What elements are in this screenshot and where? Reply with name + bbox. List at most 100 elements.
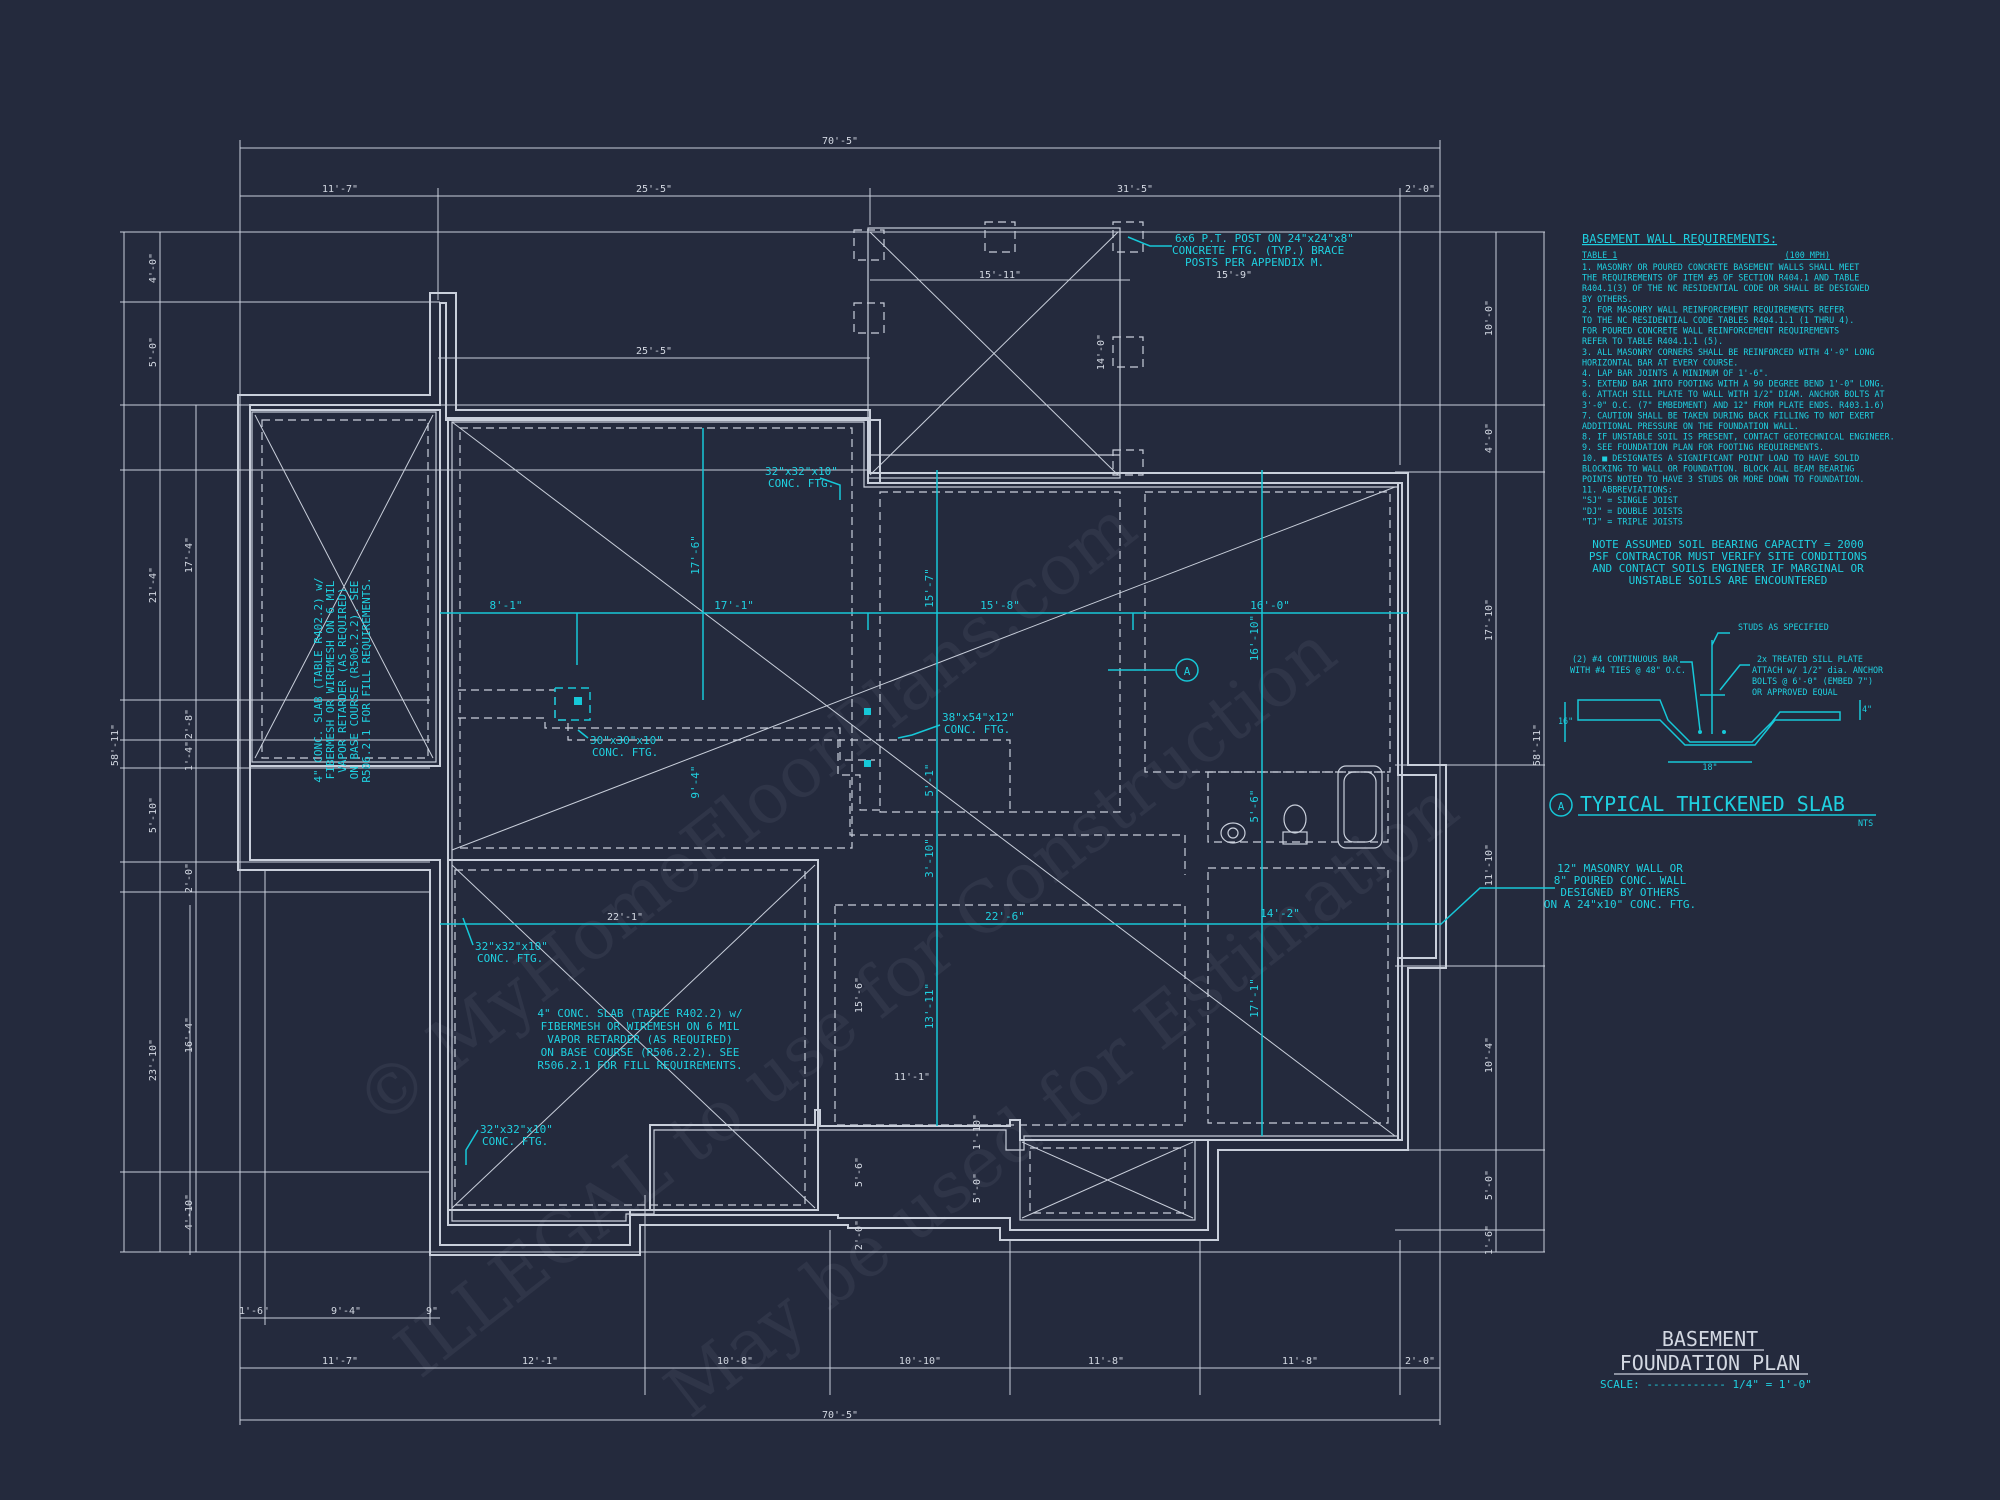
wall-req-line: 2. FOR MASONRY WALL REINFORCEMENT REQUIR… bbox=[1582, 304, 1845, 314]
dim-bottom-s2: 12'-1" bbox=[522, 1356, 558, 1367]
dim-bottom-a1: 1'-6" bbox=[239, 1306, 269, 1317]
masonry-note-line: 12" MASONRY WALL OR bbox=[1557, 862, 1683, 875]
sink-icon bbox=[1220, 822, 1246, 844]
wall-req-heading: BASEMENT WALL REQUIREMENTS: bbox=[1582, 232, 1777, 246]
dim-int-h8: 11'-1" bbox=[894, 1072, 930, 1083]
detail-bar-label: WITH #4 TIES @ 48" O.C. bbox=[1570, 665, 1686, 675]
wall-req-line: BY OTHERS. bbox=[1582, 294, 1632, 304]
footing-note-1a: 32"x32"x10" bbox=[765, 465, 838, 478]
dim-bottom-s4: 10'-10" bbox=[899, 1356, 941, 1367]
section-marker: A bbox=[1108, 658, 1199, 682]
slab-note-left-line: ON BASE COURSE (R506.2.2). SEE bbox=[348, 581, 361, 780]
detail-slab-dim: 4" bbox=[1862, 704, 1872, 714]
title-line-1: BASEMENT bbox=[1662, 1327, 1758, 1351]
dim-right-r1: 10'-0" bbox=[1484, 300, 1495, 336]
dim-right-r7: 1'-6" bbox=[1484, 1225, 1495, 1255]
wall-req-line: 4. LAP BAR JOINTS A MINIMUM OF 1'-6". bbox=[1582, 368, 1769, 378]
dim-top-seg4: 2'-0" bbox=[1405, 184, 1435, 195]
dim-left-l4: 21'-4" bbox=[148, 567, 159, 603]
detail-depth-dim: 16" bbox=[1558, 716, 1573, 726]
detail-width-dim: 18" bbox=[1702, 762, 1717, 772]
dim-top-inner2: 15'-9" bbox=[1216, 270, 1252, 281]
footing-note-3b: CONC. FTG. bbox=[944, 723, 1010, 736]
porch-outline bbox=[867, 227, 1121, 479]
wall-req-line: 8. IF UNSTABLE SOIL IS PRESENT, CONTACT … bbox=[1582, 432, 1895, 442]
dim-int-v15: 5'-0" bbox=[972, 1173, 983, 1203]
wall-req-line: HORIZONTAL BAR AT EVERY COURSE. bbox=[1582, 357, 1738, 367]
footing-note-3a: 38"x54"x12" bbox=[942, 711, 1015, 724]
dim-bottom-a2: 9'-4" bbox=[331, 1306, 361, 1317]
dim-int-v12: 5'-6" bbox=[854, 1157, 865, 1187]
foundation-walls bbox=[237, 227, 1447, 1256]
footing-note-2a: 30"x30"x10" bbox=[590, 734, 663, 747]
dim-left-l5: 2'-8" bbox=[184, 709, 195, 739]
dim-int-v5: 5'-1" bbox=[923, 763, 936, 796]
dim-int-v11: 15'-6" bbox=[854, 977, 865, 1013]
dim-bottom-s7: 2'-0" bbox=[1405, 1356, 1435, 1367]
footing-note-5b: CONC. FTG. bbox=[482, 1135, 548, 1148]
left-dimensions: 58'-11" 4'-0" 5'-0" 17'-4" 21'-4" 2'-8" … bbox=[110, 232, 197, 1252]
dim-bottom-s6: 11'-8" bbox=[1282, 1356, 1318, 1367]
dim-int-h6: 22'-6" bbox=[985, 910, 1025, 923]
point-load-markers bbox=[554, 687, 871, 767]
slab-section-shape bbox=[1577, 699, 1841, 746]
dim-bottom-a3: 9" bbox=[426, 1306, 438, 1317]
dim-top-seg1: 11'-7" bbox=[322, 184, 358, 195]
wall-req-line: ADDITIONAL PRESSURE ON THE FOUNDATION WA… bbox=[1582, 421, 1799, 431]
dim-left-l10: 23'-10" bbox=[148, 1039, 159, 1081]
slab-diagonals bbox=[254, 231, 1396, 1219]
detail-marker-circle bbox=[1549, 793, 1573, 817]
slab-note-left-line: FIBERMESH OR WIREMESH ON 6 MIL bbox=[324, 580, 337, 779]
slab-note-left-line: 4" CONC. SLAB (TABLE R402.2) w/ bbox=[312, 577, 325, 782]
wall-req-line: 3'-0" O.C. (7" EMBEDMENT) AND 12" FROM P… bbox=[1582, 400, 1885, 410]
footing-note-4a: 32"x32"x10" bbox=[475, 940, 548, 953]
wall-req-line: "DJ" = DOUBLE JOISTS bbox=[1582, 506, 1683, 516]
soil-note-line: AND CONTACT SOILS ENGINEER IF MARGINAL O… bbox=[1592, 562, 1864, 575]
wall-req-line: 7. CAUTION SHALL BE TAKEN DURING BACK FI… bbox=[1582, 410, 1874, 420]
soil-note-line: NOTE ASSUMED SOIL BEARING CAPACITY = 200… bbox=[1592, 538, 1864, 551]
top-dimensions: 70'-5" 11'-7" 25'-5" 31'-5" 2'-0" 15'-11… bbox=[239, 136, 1441, 359]
dim-int-v6: 3'-10" bbox=[923, 838, 936, 878]
detail-sill-label: ATTACH w/ 1/2" dia. ANCHOR bbox=[1752, 665, 1884, 675]
dim-int-v14: 1'-10" bbox=[972, 1114, 983, 1150]
plan-title-block: BASEMENT FOUNDATION PLAN SCALE: --------… bbox=[1600, 1327, 1812, 1391]
masonry-note-line: 8" POURED CONC. WALL bbox=[1554, 874, 1687, 887]
wall-req-line: FOR POURED CONCRETE WALL REINFORCEMENT R… bbox=[1582, 326, 1839, 336]
wall-req-line: BLOCKING TO WALL OR FOUNDATION. BLOCK AL… bbox=[1582, 463, 1854, 473]
footing-notes: 32"x32"x10" CONC. FTG. 30"x30"x10" CONC.… bbox=[462, 465, 1015, 1165]
dim-int-h4: 16'-0" bbox=[1250, 599, 1290, 612]
outer-wall bbox=[237, 292, 1447, 1256]
masonry-note-line: ON A 24"x10" CONC. FTG. bbox=[1544, 898, 1696, 911]
slab-note-center-line: FIBERMESH OR WIREMESH ON 6 MIL bbox=[541, 1020, 740, 1033]
dim-right-r2: 4'-0" bbox=[1484, 423, 1495, 453]
toilet-icon bbox=[1283, 804, 1307, 834]
detail-nts: NTS bbox=[1858, 818, 1873, 828]
interior-dimensions: 8'-1" 17'-1" 15'-8" 16'-0" 22'-6" 14'-2"… bbox=[440, 334, 1440, 1250]
dim-left-l11: 4'-10" bbox=[184, 1194, 195, 1230]
dim-bottom-s3: 10'-8" bbox=[717, 1356, 753, 1367]
soil-note: NOTE ASSUMED SOIL BEARING CAPACITY = 200… bbox=[1589, 538, 1867, 587]
dim-top-overall: 70'-5" bbox=[822, 136, 858, 147]
wall-req-line: TO THE NC RESIDENTIAL CODE TABLES R404.1… bbox=[1582, 315, 1854, 325]
wall-req-line: REFER TO TABLE R404.1.1 (5). bbox=[1582, 336, 1723, 346]
post-note-line: CONCRETE FTG. (TYP.) BRACE bbox=[1172, 244, 1344, 257]
dim-int-h3: 15'-8" bbox=[980, 599, 1020, 612]
dim-right-r4: 11'-10" bbox=[1484, 844, 1495, 886]
dim-left-l3: 17'-4" bbox=[184, 537, 195, 573]
dim-left-l2: 5'-0" bbox=[148, 337, 159, 367]
wall-req-line: 1. MASONRY OR POURED CONCRETE BASEMENT W… bbox=[1582, 262, 1859, 272]
thickened-slab-detail: STUDS AS SPECIFIED (2) #4 CONTINUOUS BAR… bbox=[1549, 622, 1884, 828]
wall-req-table: TABLE 1 bbox=[1582, 250, 1617, 260]
dim-int-v1: 17'-6" bbox=[689, 535, 702, 575]
dim-int-v8: 13'-11" bbox=[923, 983, 936, 1029]
dim-left-overall: 58'-11" bbox=[110, 724, 121, 766]
slab-note-left-line: VAPOR RETARDER (AS REQUIRED) bbox=[336, 587, 349, 772]
wall-req-wind: (100 MPH) bbox=[1785, 250, 1830, 260]
wall-req-list: 1. MASONRY OR POURED CONCRETE BASEMENT W… bbox=[1582, 262, 1895, 526]
bottom-dimensions: 1'-6" 9'-4" 9" 11'-7" 12'-1" 10'-8" 10'-… bbox=[239, 1306, 1440, 1421]
dim-int-v9: 17'-1" bbox=[1248, 978, 1261, 1018]
wall-req-line: 5. EXTEND BAR INTO FOOTING WITH A 90 DEG… bbox=[1582, 379, 1885, 389]
detail-marker-letter: A bbox=[1558, 800, 1565, 813]
soil-note-line: PSF CONTRACTOR MUST VERIFY SITE CONDITIO… bbox=[1589, 550, 1867, 563]
left-slab-outline bbox=[251, 411, 437, 763]
